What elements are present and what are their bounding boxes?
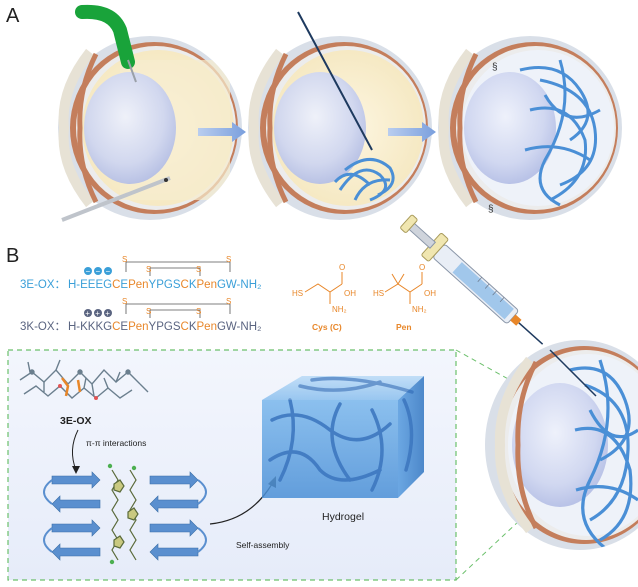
pi-pi-label: π-π interactions <box>86 438 146 448</box>
svg-text:§: § <box>492 62 498 73</box>
svg-text:O: O <box>419 263 425 272</box>
svg-text:NH₂: NH₂ <box>332 305 347 314</box>
svg-text:S: S <box>146 265 151 274</box>
disulfide-labels-2: S S S S <box>122 297 231 316</box>
svg-text:S: S <box>122 297 127 306</box>
eye-2 <box>248 36 432 220</box>
svg-text:OH: OH <box>424 289 436 298</box>
negative-charges: − − − <box>84 267 112 276</box>
svg-text:NH₂: NH₂ <box>412 305 427 314</box>
cys-label: Cys (C) <box>312 322 342 332</box>
infusion-cannula <box>61 176 171 222</box>
panel-b-label: B <box>6 245 19 267</box>
peptide-3e-ox: 3E-OX： H-EEEGCEPenYPGSCKPenGW-NH₂ − − − <box>20 267 261 291</box>
peptide-3e-name: 3E-OX： <box>20 279 66 291</box>
peptide-3k-name: 3K-OX： <box>20 321 66 333</box>
disulfide-labels-1: S S S S <box>122 255 231 274</box>
svg-text:+: + <box>95 309 100 318</box>
eye-4 <box>485 340 638 550</box>
svg-text:OH: OH <box>344 289 356 298</box>
eye-3: § § <box>438 36 622 220</box>
svg-text:S: S <box>226 297 231 306</box>
svg-text:HS: HS <box>373 289 384 298</box>
hydrogel-label: Hydrogel <box>322 511 364 523</box>
svg-text:+: + <box>85 309 90 318</box>
beta-sheet-stack <box>43 463 207 565</box>
injection-needle-a <box>297 11 373 151</box>
drain-tube <box>75 4 135 69</box>
peptide-3d-model <box>19 359 149 400</box>
svg-text:§: § <box>488 204 494 215</box>
pen-label: Pen <box>396 322 412 332</box>
positive-charges: + + + <box>84 309 112 318</box>
peptide-3k-sequence: H-KKKGCEPenYPGSCKPenGW-NH₂ <box>68 321 261 333</box>
hydrogel-cube <box>262 376 424 498</box>
disulfide-bridges-1 <box>125 261 231 276</box>
eye-1 <box>58 36 242 220</box>
pen-structure: HS O OH NH₂ Pen <box>373 263 436 332</box>
svg-text:−: − <box>96 267 101 276</box>
drain-needle <box>127 59 137 83</box>
svg-text:S: S <box>122 255 127 264</box>
svg-text:−: − <box>86 267 91 276</box>
svg-text:O: O <box>339 263 345 272</box>
svg-text:S: S <box>226 255 231 264</box>
panel-a-label: A <box>6 5 20 27</box>
self-assembly-label: Self-assembly <box>236 540 290 550</box>
cys-structure: HS O OH NH₂ Cys (C) <box>292 263 356 332</box>
svg-text:+: + <box>105 309 110 318</box>
svg-text:S: S <box>196 307 201 316</box>
peptide-3e-sequence: H-EEEGCEPenYPGSCKPenGW-NH₂ <box>68 279 261 291</box>
model-label: 3E-OX <box>60 415 92 427</box>
syringe <box>400 214 544 345</box>
step-arrow-1 <box>198 122 246 142</box>
disulfide-bridges-2 <box>125 303 231 318</box>
svg-text:S: S <box>146 307 151 316</box>
peptide-3k-ox: 3K-OX： H-KKKGCEPenYPGSCKPenGW-NH₂ + + + <box>20 309 261 333</box>
step-arrow-2 <box>388 122 436 142</box>
svg-text:S: S <box>196 265 201 274</box>
svg-text:−: − <box>106 267 111 276</box>
svg-text:HS: HS <box>292 289 303 298</box>
